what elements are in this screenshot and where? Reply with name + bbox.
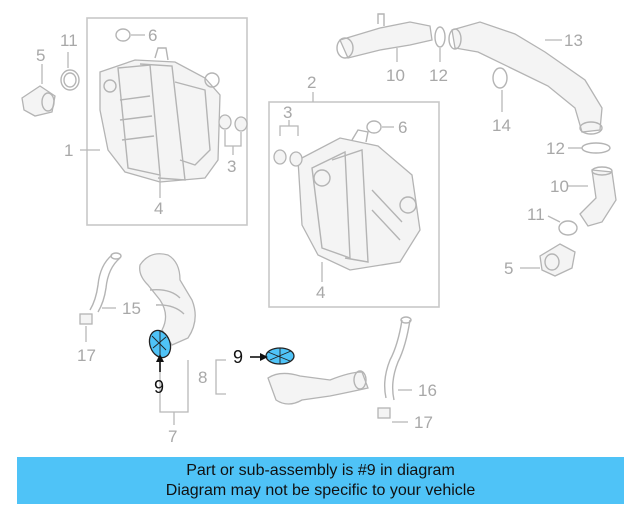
air-cleaner-housing-1: [99, 47, 221, 183]
clamp-11-left: [60, 52, 80, 91]
seal-12-right: [568, 142, 611, 154]
breather-hose-16-right: [383, 316, 412, 401]
callout-15: 15: [122, 299, 141, 318]
intake-duct-8: [267, 370, 369, 405]
air-cleaner-housing-2: [297, 129, 421, 271]
part-9-filter-screen-right: [250, 347, 295, 365]
callout-14: 14: [492, 116, 511, 135]
callout-4-left: 4: [154, 199, 163, 218]
breather-hose-15-left: [89, 252, 122, 313]
callout-10-right: 10: [550, 177, 569, 196]
callout-3-middle: 3: [283, 103, 292, 122]
callout-11-left: 11: [60, 31, 78, 50]
callout-17-left: 17: [77, 346, 96, 365]
intake-duct-7: [139, 253, 196, 346]
callout-12-top: 12: [429, 66, 448, 85]
callout-13: 13: [564, 31, 583, 50]
callout-5-left: 5: [36, 46, 45, 65]
clamp-11-right: [547, 215, 578, 236]
seal-12-top: [434, 26, 446, 62]
callout-7: 7: [168, 427, 177, 446]
clamp-14: [492, 67, 508, 112]
parts-diagram: 11 5 6 1 3 4 2 3 6 4 10 12 13 14 12 10 1…: [21, 13, 617, 446]
callout-16: 16: [418, 381, 437, 400]
intake-hose-10-top: [336, 13, 433, 62]
o-ring-6-middle: [366, 120, 394, 134]
intake-duct-13: [448, 21, 603, 135]
clip-17-right: [377, 407, 408, 423]
callout-6-left: 6: [148, 26, 157, 45]
callout-8: 8: [198, 368, 207, 387]
mass-air-sensor-5-left: [21, 64, 56, 117]
callout-11-right: 11: [527, 205, 545, 224]
callout-5-right: 5: [504, 259, 513, 278]
grommets-3-left: [218, 114, 248, 155]
banner-line-disclaimer: Diagram may not be specific to your vehi…: [165, 481, 476, 499]
callout-12-right: 12: [546, 139, 565, 158]
callout-6-middle: 6: [398, 118, 407, 137]
grommets-3-middle: [273, 120, 303, 167]
intake-hose-10-right: [568, 166, 617, 227]
callout-9-left: 9: [154, 377, 164, 397]
clip-17-left: [79, 313, 93, 342]
callout-2: 2: [307, 73, 316, 92]
callout-17-right: 17: [414, 413, 433, 432]
part-info-banner: Part or sub-assembly is #9 in diagram Di…: [17, 457, 624, 504]
bracket-8: [215, 359, 226, 395]
air-cleaner-box-2: [268, 101, 440, 308]
callout-4-middle: 4: [316, 283, 325, 302]
part-9-filter-screen-left: [148, 329, 172, 372]
callout-10-top: 10: [386, 66, 405, 85]
callout-3-left: 3: [227, 157, 236, 176]
bracket-7: [159, 358, 189, 413]
o-ring-6-left: [115, 28, 145, 42]
mass-air-sensor-5-right: [520, 243, 576, 277]
callout-1: 1: [64, 141, 73, 160]
banner-line-part: Part or sub-assembly is #9 in diagram: [186, 461, 455, 479]
callout-9-right: 9: [233, 347, 243, 367]
